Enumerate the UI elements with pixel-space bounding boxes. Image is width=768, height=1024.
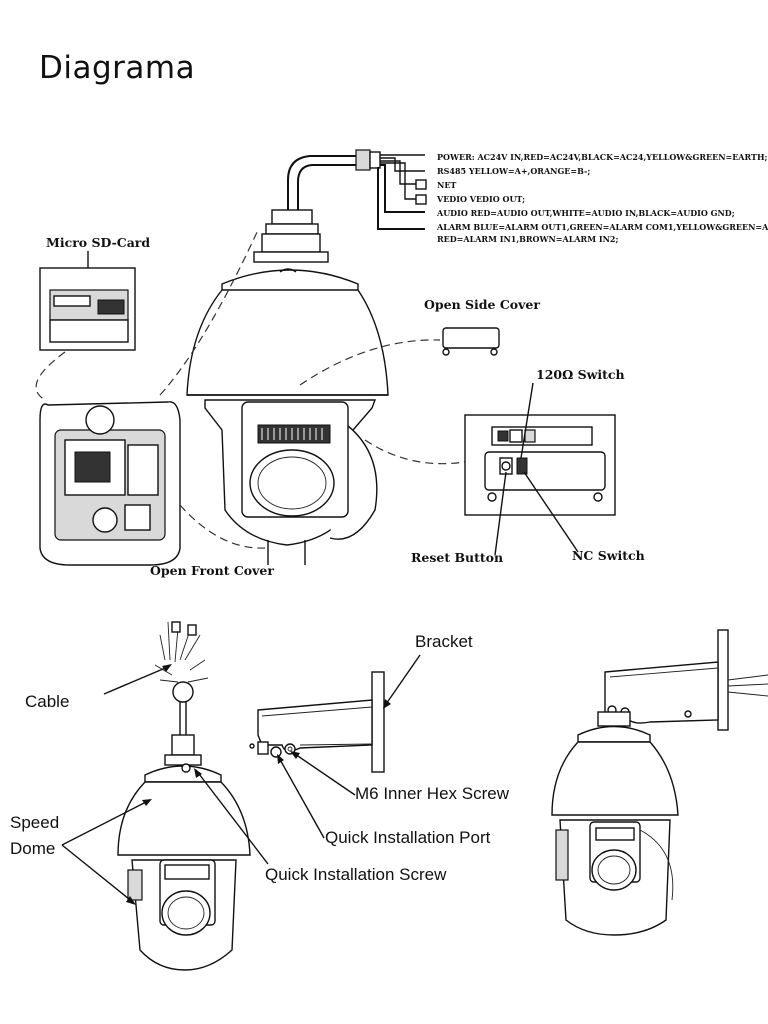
front-cover-inset [39,401,181,566]
wire-labels: POWER: AC24V IN,RED=AC24V,BLACK=AC24,YEL… [436,152,768,244]
open-side-cover-label: Open Side Cover [424,297,540,312]
connector-pins [261,428,323,440]
switch-120-label: 120Ω Switch [536,367,625,382]
bracket-label: Bracket [415,632,473,651]
wire-label-power: POWER: AC24V IN,RED=AC24V,BLACK=AC24,YEL… [437,152,768,162]
wire-label-net: NET [437,180,456,190]
speed-dome-label-line1: Speed [10,813,59,832]
quick-installation-port-label: Quick Installation Port [325,828,491,847]
micro-sd-card-inset: Micro SD-Card [39,235,150,351]
wire-label-alarm-1: ALARM BLUE=ALARM OUT1,GREEN=ALARM COM1,Y… [436,222,768,232]
reset-button-label: Reset Button [411,550,503,565]
wall-bracket [249,671,385,773]
dashed-callouts [35,229,466,549]
side-cover: Open Side Cover [424,297,540,356]
dome-camera-top [186,209,389,565]
page-title: Diagrama [39,50,196,86]
micro-sd-card-label: Micro SD-Card [46,235,150,250]
open-front-cover-label: Open Front Cover [150,563,274,578]
wire-label-audio: AUDIO RED=AUDIO OUT,WHITE=AUDIO IN,BLACK… [436,208,735,218]
cable-bundle [154,621,209,735]
cable-harness [287,149,427,230]
quick-installation-screw-label: Quick Installation Screw [265,865,447,884]
cable-label: Cable [25,692,69,711]
speed-dome-label-line2: Dome [10,839,55,858]
assembled-camera [551,629,768,936]
wire-label-alarm-2: RED=ALARM IN1,BROWN=ALARM IN2; [437,234,618,244]
wire-label-video: VEDIO VEDIO OUT; [436,194,525,204]
speed-dome-camera [117,734,251,971]
m6-inner-hex-screw-label: M6 Inner Hex Screw [355,784,510,803]
wire-label-rs485: RS485 YELLOW=A+,ORANGE=B-; [437,166,590,176]
nc-switch-label: NC Switch [572,548,645,563]
switch-panel: 120Ω Switch Reset Button NC Switch [411,367,645,565]
